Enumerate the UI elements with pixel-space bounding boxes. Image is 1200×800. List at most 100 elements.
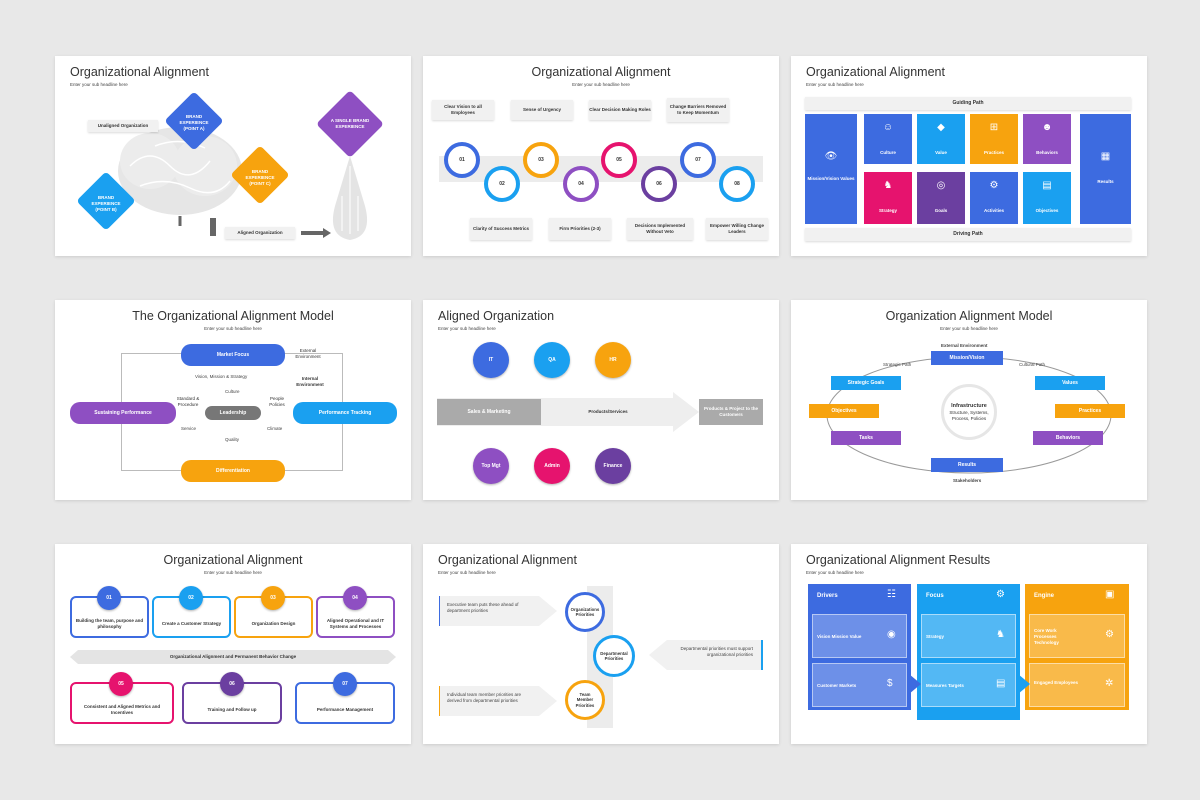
bottom-item-4: Empower Willing Change Leaders: [706, 218, 768, 240]
dept-priorities: Departmental Priorities: [593, 635, 635, 677]
top-item-4: Change Barriers Removed to Keep Momentum: [667, 98, 729, 122]
vision-label: Vision Mission Value: [817, 634, 862, 639]
top-item-2: Sense of Urgency: [511, 100, 573, 120]
connector: [210, 218, 216, 236]
gear-icon: ⚙: [996, 589, 1005, 600]
measures-card: [921, 663, 1016, 707]
activities-label: Activities: [983, 208, 1004, 213]
slide-title: Organizational Alignment: [163, 553, 303, 567]
slide-6[interactable]: Organization Alignment Model Enter your …: [791, 300, 1147, 500]
strategy-card: [921, 614, 1016, 658]
mission-label: Mission/Vision: [949, 355, 985, 361]
engine-col: [1025, 584, 1129, 710]
strategic-goals-label: Strategic Goals: [847, 380, 885, 386]
goals-box: [917, 172, 965, 224]
arrow-right-icon: [909, 674, 921, 694]
unaligned-label: Unaligned Organization: [88, 120, 158, 132]
top-mgt-node: Top Mgt: [473, 448, 509, 484]
slide-4[interactable]: The Organizational Alignment Model Enter…: [55, 300, 411, 500]
customers-box: Products & Project to the Customers: [699, 399, 763, 425]
brand-b-label: BRAND EXPERIENCE (POINT B): [91, 195, 121, 212]
item-02: Create a Customer Strategy: [161, 621, 222, 626]
culture-label: Culture: [225, 389, 240, 394]
slide-subhead: Enter your sub headline here: [204, 570, 262, 575]
item-04: Aligned Operational and IT Systems and P…: [326, 618, 385, 629]
callout-1: [439, 596, 557, 626]
markets-card: [812, 663, 907, 707]
top-item-3: Clear Decision Making Roles: [589, 100, 651, 120]
org-priorities: Organizations Priorities: [565, 592, 605, 632]
text-1: Executive team puts these ahead of depar…: [447, 602, 519, 613]
engaged-card: [1029, 663, 1125, 707]
objectives-label: Objectives: [831, 408, 857, 414]
drivers-col: [808, 584, 911, 710]
team-priorities: Team Member Priorities: [565, 680, 605, 720]
results-box: Results: [931, 458, 1003, 472]
item-05: Consistent and Aligned Metrics and Incen…: [83, 704, 161, 715]
strategy-box: [864, 172, 912, 224]
slide-title: Organizational Alignment Results: [806, 553, 991, 567]
slide-subhead: Enter your sub headline here: [438, 570, 496, 575]
qa-node: QA: [534, 342, 570, 378]
quality-label: Quality: [225, 437, 240, 442]
drop-graphic: [332, 156, 368, 240]
practices-box: [970, 114, 1018, 164]
slide-title: Organizational Alignment: [531, 65, 671, 79]
products-label: Products/Services: [588, 409, 628, 414]
people-label: People Policies: [269, 396, 285, 407]
stakeholders-label: Stakeholders: [953, 478, 982, 483]
slide-7[interactable]: Organizational Alignment Enter your sub …: [55, 544, 411, 744]
culture-label: Culture: [880, 150, 896, 155]
bottom-item-3: Decisions Implemented Without Veto: [627, 218, 693, 240]
badge-07: 07: [333, 672, 357, 696]
slide-title: Organizational Alignment: [70, 65, 209, 79]
sales-label: Sales & Marketing: [467, 409, 511, 415]
values-label: Values: [1062, 380, 1078, 386]
slide-8[interactable]: Organizational Alignment Enter your sub …: [423, 544, 779, 744]
target-icon: ◎: [936, 180, 946, 191]
drivers-header: Drivers: [817, 593, 838, 599]
badge-04: 04: [343, 586, 367, 610]
measures-label: Measures Targets: [926, 683, 964, 688]
badge-05: 05: [109, 672, 133, 696]
leader-label: Leadership: [219, 410, 247, 416]
focus-col: [917, 584, 1020, 720]
guiding-path: Guiding Path: [805, 97, 1131, 110]
slide-5[interactable]: Aligned Organization Enter your sub head…: [423, 300, 779, 500]
infrastructure-hub: Infrastructure Structure, Systems, Proce…: [941, 384, 997, 440]
mission-box: [805, 114, 857, 224]
brand-c-label: BRAND EXPERIENCE (POINT C): [245, 169, 275, 186]
finance-node: Finance: [595, 448, 631, 484]
mission-label: Mission/Vision Values: [807, 176, 855, 181]
text-2: Departmental priorities must support org…: [680, 646, 753, 657]
chess-icon: ♞: [883, 180, 893, 191]
banner-label: Organizational Alignment and Permanent B…: [169, 654, 297, 659]
arrow-right-icon: [301, 228, 331, 238]
it-node: IT: [473, 342, 509, 378]
tasks: Tasks: [831, 431, 901, 445]
item-07: Performance Management: [316, 707, 374, 712]
slide-title: Organization Alignment Model: [885, 309, 1053, 323]
badge-02: 02: [179, 586, 203, 610]
top-item-1: Clear Vision to all Employees: [432, 100, 494, 120]
market-label: Market Focus: [216, 352, 250, 358]
step-05: 05: [601, 142, 637, 178]
objectives: Objectives: [809, 404, 879, 418]
slide-1[interactable]: Organizational Alignment Enter your sub …: [55, 56, 411, 256]
slide-3[interactable]: Organizational Alignment Enter your sub …: [791, 56, 1147, 256]
objectives-box: [1023, 172, 1071, 224]
core-card: [1029, 614, 1125, 658]
network-icon: ✲: [1105, 678, 1114, 689]
perf-label: Performance Tracking: [318, 410, 372, 416]
results-box: [1080, 114, 1131, 224]
strategy-label: Strategy: [926, 634, 945, 639]
markets-label: Customer Markets: [817, 683, 857, 688]
slide-2[interactable]: Organizational Alignment Enter your sub …: [423, 56, 779, 256]
bottom-item-2: Firm Priorities (2-3): [549, 218, 611, 240]
slide-9[interactable]: Organizational Alignment Results Enter y…: [791, 544, 1147, 744]
text-3: Individual team member priorities are de…: [447, 692, 522, 703]
item-03: Organization Design: [251, 621, 296, 626]
customers-label: Products & Project to the Customers: [703, 406, 758, 417]
practices-label: Practices: [1078, 408, 1102, 414]
differentiation: Differentiation: [181, 460, 285, 482]
